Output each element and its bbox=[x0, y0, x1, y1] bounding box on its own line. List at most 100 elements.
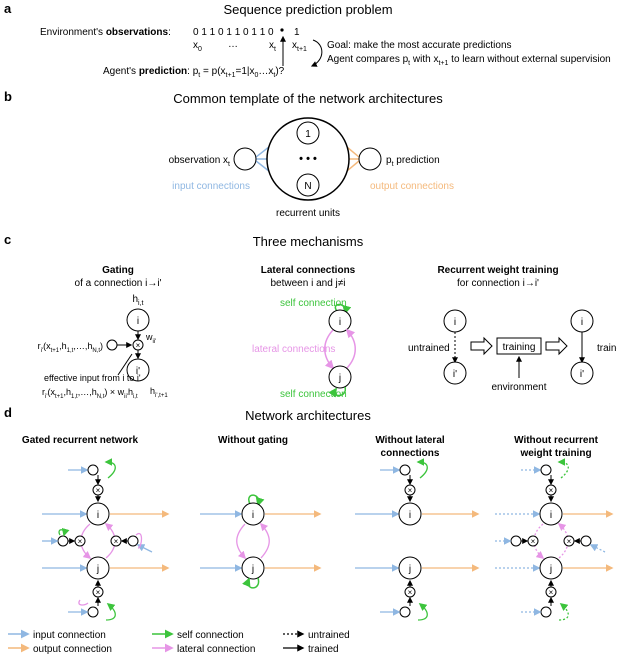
training-box-label: training bbox=[503, 342, 536, 353]
arch1-node-i bbox=[86, 502, 110, 526]
arch1-modulator-top bbox=[87, 464, 99, 476]
observation-label: observation xt bbox=[169, 155, 230, 168]
gating-node-ip-label: i' bbox=[136, 366, 140, 377]
self-connection-label-top: self connection bbox=[280, 298, 347, 309]
arch4-node-i-label: i bbox=[550, 510, 552, 521]
lateral-connections-label: lateral connections bbox=[252, 344, 335, 355]
arch4-lateral-up bbox=[557, 523, 569, 559]
arch4-modulator-bottom bbox=[540, 606, 552, 618]
arch4-gate-input-right bbox=[589, 544, 606, 553]
arch2-node-j-label: j bbox=[251, 564, 254, 575]
xt-label: xt bbox=[269, 40, 276, 53]
legend-lateral-label: lateral connection bbox=[177, 644, 255, 655]
arch3-network: × i j × bbox=[355, 458, 480, 621]
legend-untrained-label: untrained bbox=[308, 630, 350, 641]
legend-input-label: input connection bbox=[33, 630, 106, 641]
arch3-self-top bbox=[416, 458, 428, 479]
trained-node-ip-label: i' bbox=[580, 369, 584, 380]
arch2-network: i j bbox=[200, 494, 322, 589]
arch3-node-j-label: j bbox=[408, 564, 411, 575]
lateral-node-i-label: i bbox=[339, 317, 341, 328]
arch2-node-i-label: i bbox=[252, 510, 254, 521]
gating-title: Gating bbox=[102, 265, 134, 276]
lateral-node-j-label: j bbox=[338, 373, 341, 384]
environment-label: environment bbox=[491, 382, 546, 393]
arch1-network: × i × × j × bbox=[42, 458, 170, 621]
arch2-lateral-up bbox=[259, 522, 270, 559]
arch3-title-line1: Without lateral bbox=[375, 435, 445, 446]
arch2-node-i bbox=[241, 502, 265, 526]
unit-n-node bbox=[296, 173, 320, 197]
training-arrow-out bbox=[545, 336, 568, 356]
panel-d: d Network architectures Gated recurrent … bbox=[4, 405, 614, 621]
legend-self-label: self connection bbox=[177, 630, 244, 641]
unit-1-label: 1 bbox=[305, 129, 311, 140]
gate-multiplier-symbol: × bbox=[136, 341, 141, 350]
arch4-modulator-left bbox=[510, 535, 522, 547]
arch2-self-top bbox=[248, 494, 265, 507]
arch3-gate-top-symbol: × bbox=[408, 486, 413, 495]
next-observation: 1 bbox=[294, 27, 300, 38]
arch4-self-top bbox=[557, 458, 569, 479]
self-connection-loop-bottom bbox=[328, 386, 346, 398]
self-connection-label-bottom: self connection bbox=[280, 389, 347, 400]
arch2-title: Without gating bbox=[218, 435, 288, 446]
unit-n-label: N bbox=[304, 181, 311, 192]
prediction-label-b: pt prediction bbox=[386, 155, 440, 168]
panel-c: c Three mechanisms Gating of a connectio… bbox=[4, 232, 617, 400]
training-arrow-in bbox=[470, 336, 493, 356]
arch3-node-i bbox=[398, 502, 422, 526]
sequence-ellipsis: … bbox=[228, 39, 238, 50]
untrained-label: untrained bbox=[408, 343, 450, 354]
lateral-title: Lateral connections bbox=[261, 265, 356, 276]
output-connections-label: output connections bbox=[370, 181, 454, 192]
arch3-node-j bbox=[398, 556, 422, 580]
panel-b-title: Common template of the network architect… bbox=[173, 91, 443, 106]
prediction-label: Agent's prediction: pt = p(xt+1=1|x0…xt)… bbox=[103, 66, 285, 79]
panel-a: a Sequence prediction problem Environmen… bbox=[4, 1, 611, 79]
arch1-node-i-label: i bbox=[97, 510, 99, 521]
goal-text: Goal: make the most accurate predictions bbox=[327, 40, 512, 51]
training-subtitle: for connection i→i' bbox=[457, 278, 539, 289]
arch1-gate-bottom-symbol: × bbox=[96, 588, 101, 597]
arch1-self-bottom bbox=[105, 603, 116, 621]
arch4-gate-left-symbol: × bbox=[531, 537, 536, 546]
unit-1-node bbox=[296, 121, 320, 145]
panel-b: b Common template of the network archite… bbox=[4, 89, 454, 219]
panel-b-letter: b bbox=[4, 89, 12, 104]
arch1-node-j bbox=[86, 556, 110, 580]
panel-c-title: Three mechanisms bbox=[253, 234, 364, 249]
arch3-modulator-bottom bbox=[399, 606, 411, 618]
panel-d-letter: d bbox=[4, 405, 12, 420]
arch2-lateral-down bbox=[236, 523, 247, 560]
lateral-link-up bbox=[345, 328, 356, 369]
xt1-label: xt+1 bbox=[292, 40, 307, 53]
arch3-self-bottom bbox=[417, 603, 428, 621]
arch1-title: Gated recurrent network bbox=[22, 435, 139, 446]
untrained-node-i-label: i bbox=[454, 317, 456, 328]
current-time-dot bbox=[280, 28, 284, 32]
arch1-modulator-right bbox=[127, 535, 139, 547]
self-connection-loop-top bbox=[334, 303, 352, 315]
training-box bbox=[496, 337, 542, 355]
x0-label: x0 bbox=[193, 40, 202, 53]
gating-subtitle: of a connection i→i' bbox=[75, 278, 162, 289]
prediction-node bbox=[358, 147, 382, 171]
arch4-modulator-top bbox=[540, 464, 552, 476]
arch3-gate-bottom-symbol: × bbox=[408, 588, 413, 597]
panel-d-title: Network architectures bbox=[245, 408, 371, 423]
arch4-lateral-down bbox=[533, 523, 545, 559]
effective-input-pointer bbox=[117, 353, 133, 376]
h-it-label: hi,t bbox=[132, 294, 143, 307]
training-title: Recurrent weight training bbox=[437, 265, 558, 276]
w-label: wii' bbox=[145, 332, 156, 345]
arch1-self-top bbox=[104, 458, 116, 479]
arch4-node-j-label: j bbox=[549, 564, 552, 575]
unit-dots: • • • bbox=[299, 153, 317, 165]
lateral-node-i bbox=[328, 309, 352, 333]
arch1-modulator-bottom bbox=[87, 606, 99, 618]
compare-text: Agent compares pt with xt+1 to learn wit… bbox=[327, 54, 611, 67]
arch1-self-left bbox=[58, 527, 70, 537]
effective-input-label: effective input from i to i' bbox=[44, 373, 141, 383]
